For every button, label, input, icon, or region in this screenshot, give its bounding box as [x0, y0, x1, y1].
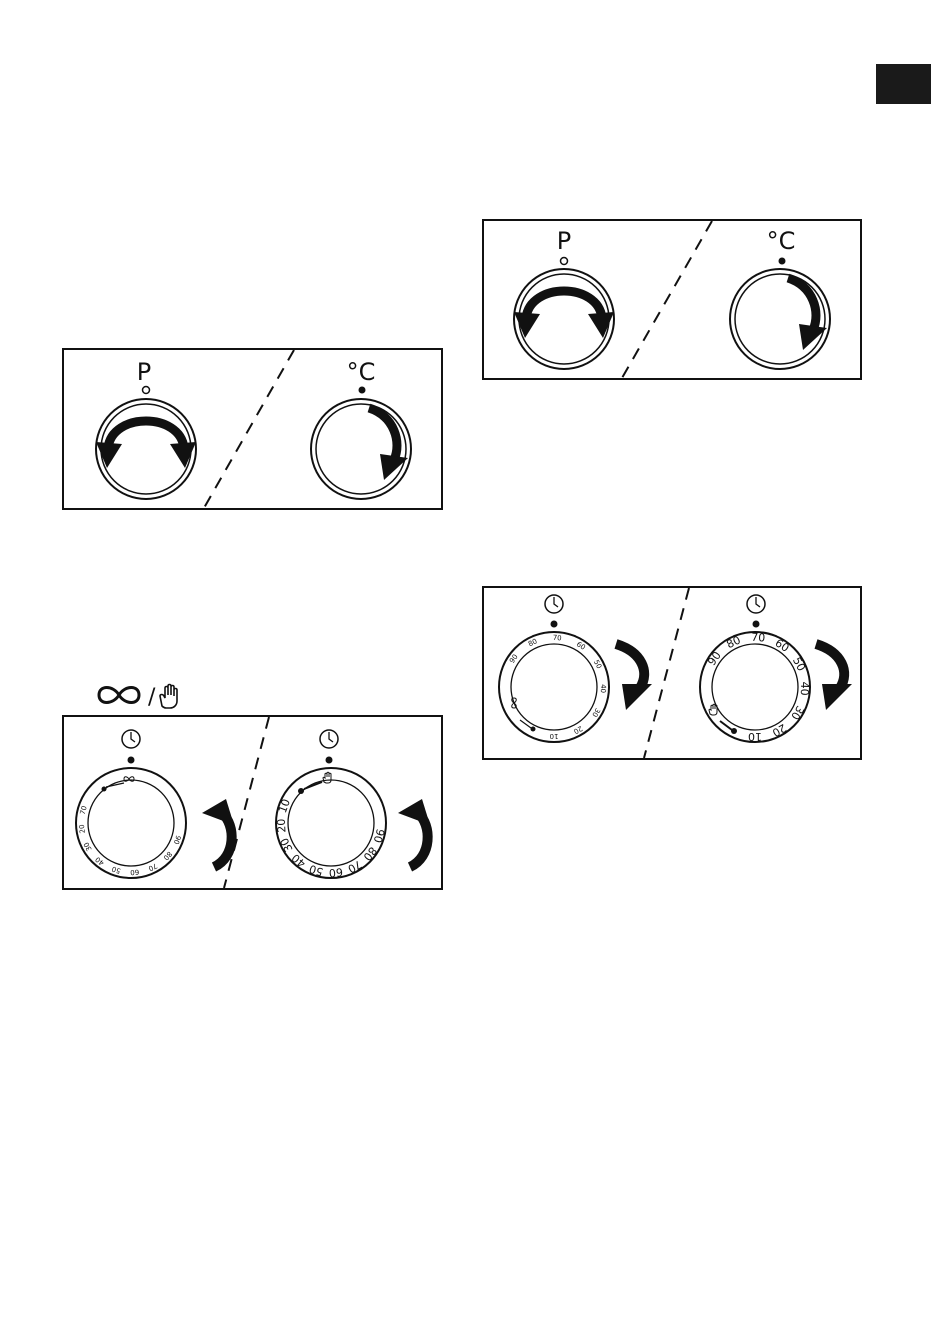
dial-tick-label: 20 — [275, 818, 289, 833]
knob-panel-right: P °C — [482, 219, 862, 380]
program-indicator — [561, 258, 568, 265]
program-indicator — [143, 387, 150, 394]
temperature-indicator — [779, 258, 786, 265]
clock-icon — [545, 595, 563, 613]
clockwise-arrow-icon — [816, 644, 852, 710]
section-tab — [876, 64, 931, 104]
timer-indicator — [551, 621, 558, 628]
counter-clockwise-arrow-icon — [202, 799, 234, 867]
legend-separator: / — [148, 685, 156, 710]
divider-line — [644, 588, 689, 758]
divider-line — [622, 221, 712, 378]
dial-marker — [102, 787, 107, 792]
timer-indicator — [326, 757, 333, 764]
timer-dial-large[interactable] — [700, 632, 810, 742]
timer-indicator — [128, 757, 135, 764]
divider-line — [224, 717, 269, 888]
knob-panel-left: P °C — [62, 348, 443, 510]
program-label: P — [557, 227, 571, 255]
clockwise-arrow-icon — [616, 644, 652, 710]
dial-tick-label: 40 — [599, 684, 607, 693]
dial-tick-label: 10 — [550, 732, 559, 740]
dial-marker — [298, 788, 304, 794]
clock-icon — [122, 730, 140, 748]
dial-tick-label: 10 — [748, 730, 762, 743]
temperature-label: °C — [347, 358, 376, 386]
timer-mode-legend: / — [96, 680, 216, 710]
dial-tick-label: 60 — [328, 865, 343, 879]
dial-marker — [531, 727, 536, 732]
dial-tick-label: 20 — [78, 824, 87, 834]
timer-indicator — [753, 621, 760, 628]
temperature-indicator — [359, 387, 366, 394]
dial-tick-label: 70 — [552, 634, 561, 643]
counter-clockwise-arrow-icon — [398, 799, 430, 867]
temperature-label: °C — [767, 227, 796, 255]
divider-line — [204, 350, 294, 508]
timer-dial-small[interactable] — [499, 632, 609, 742]
timer-dial-small[interactable] — [76, 768, 186, 878]
clock-icon — [320, 730, 338, 748]
dial-tick-label: 70 — [751, 631, 766, 645]
dial-tick-label: 40 — [798, 681, 811, 695]
infinity-icon — [99, 688, 139, 703]
clock-icon — [747, 595, 765, 613]
program-label: P — [137, 358, 151, 386]
hand-icon — [160, 685, 177, 709]
dial-tick-label: 60 — [130, 868, 140, 877]
